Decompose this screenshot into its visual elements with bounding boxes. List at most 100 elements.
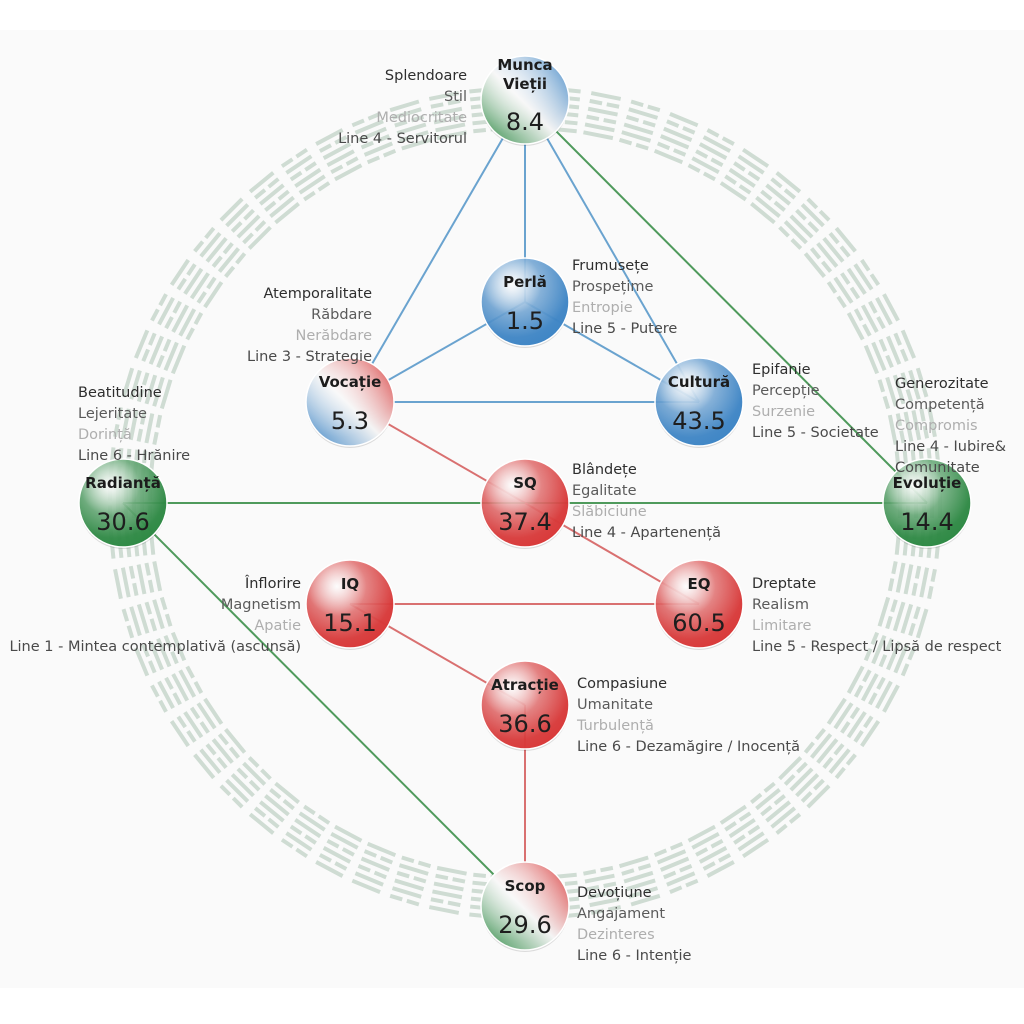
node-value: 43.5 xyxy=(672,407,725,435)
hexagram-icon xyxy=(315,128,363,182)
label-cultura-0: Epifanie xyxy=(752,362,811,378)
node-title: Atracție xyxy=(491,676,559,694)
hexagram-icon xyxy=(583,865,622,915)
hexagram-icon xyxy=(113,561,163,600)
hexagram-icon xyxy=(248,781,300,835)
hexagram-icon xyxy=(653,841,699,894)
node-scop[interactable]: Scop 29.6 xyxy=(480,861,570,952)
hexagram-icon xyxy=(863,329,916,375)
label-evolutie-4: Comunitate xyxy=(895,460,980,476)
hexagram-icon xyxy=(219,197,272,250)
hexagram-icon xyxy=(826,697,881,748)
hexagram-icon xyxy=(389,99,432,151)
edge-munca-vocatie xyxy=(349,99,526,403)
node-perla[interactable]: Perlă 1.5 xyxy=(480,257,570,348)
label-sq-2: Slăbiciune xyxy=(572,504,647,520)
hexagram-icon xyxy=(248,171,300,225)
label-atractie-2: Turbulență xyxy=(576,718,654,734)
node-title: Scop xyxy=(505,877,546,895)
node-value: 30.6 xyxy=(96,508,149,536)
hexagram-icon xyxy=(778,756,831,809)
hexagram-icon xyxy=(887,406,937,445)
hexagram-icon xyxy=(803,728,857,780)
hexagram-icon xyxy=(351,841,397,894)
edge-munca-evolutie xyxy=(524,99,928,504)
hexagram-icon xyxy=(169,697,224,748)
hexagram-icon xyxy=(877,367,929,410)
label-evolutie-0: Generozitate xyxy=(895,376,989,392)
label-eq-3: Line 5 - Respect / Lipsă de respect xyxy=(752,639,1002,655)
label-perla-2: Entropie xyxy=(572,300,633,316)
edge-radianta-scop xyxy=(122,502,526,907)
node-title: Cultură xyxy=(668,373,730,391)
hexagram-icon xyxy=(618,99,661,151)
hexagram-icon xyxy=(193,728,247,780)
node-value: 1.5 xyxy=(506,307,544,335)
label-eq-0: Dreptate xyxy=(752,576,816,592)
hexagram-icon xyxy=(803,226,857,278)
hexagram-icon xyxy=(653,112,699,165)
hexagram-icon xyxy=(778,197,831,250)
node-value: 29.6 xyxy=(498,911,551,939)
hexagram-icon xyxy=(389,855,432,907)
label-sq-0: Blândețe xyxy=(572,462,637,478)
hexagram-icon xyxy=(750,781,802,835)
hexagram-icon xyxy=(863,631,916,677)
node-sq[interactable]: SQ 37.4 xyxy=(480,458,570,549)
label-iq-3: Line 1 - Mintea contemplativă (ascunsă) xyxy=(9,639,301,655)
hexagram-icon xyxy=(219,756,272,809)
node-title: Vocație xyxy=(319,373,382,391)
node-title: Munca xyxy=(497,56,552,74)
hexagram-icon xyxy=(315,824,363,878)
hexagram-icon xyxy=(687,824,735,878)
hexagram-icon xyxy=(826,258,881,309)
node-value: 60.5 xyxy=(672,609,725,637)
label-eq-2: Limitare xyxy=(752,618,811,634)
hexagram-icon xyxy=(150,293,204,341)
label-scop-1: Angajament xyxy=(577,906,665,922)
node-title: EQ xyxy=(688,575,711,593)
node-value: 15.1 xyxy=(323,609,376,637)
label-vocatie-2: Nerăbdare xyxy=(296,328,373,344)
node-cultura[interactable]: Cultură 43.5 xyxy=(654,357,744,448)
hexagram-icon xyxy=(428,91,467,141)
label-atractie-3: Line 6 - Dezamăgire / Inocență xyxy=(577,739,800,755)
label-perla-3: Line 5 - Putere xyxy=(572,321,677,337)
label-evolutie-2: Compromis xyxy=(895,418,978,434)
node-title: Perlă xyxy=(503,273,547,291)
node-value: 36.6 xyxy=(498,710,551,738)
label-perla-0: Frumusețe xyxy=(572,258,649,274)
hexagram-icon xyxy=(719,147,770,202)
label-iq-2: Apatie xyxy=(254,618,301,634)
label-eq-1: Realism xyxy=(752,597,809,613)
label-perla-1: Prospețime xyxy=(572,279,654,295)
label-iq-0: Înflorire xyxy=(244,574,301,592)
label-munca-2: Mediocritate xyxy=(376,110,467,126)
node-title: SQ xyxy=(513,474,537,492)
label-cultura-3: Line 5 - Societate xyxy=(752,425,879,441)
label-scop-2: Dezinteres xyxy=(577,927,655,943)
label-munca-1: Stil xyxy=(444,89,467,105)
label-scop-3: Line 6 - Intenție xyxy=(577,948,691,964)
node-value: 37.4 xyxy=(498,508,551,536)
hexagram-icon xyxy=(583,91,622,141)
hexagram-icon xyxy=(877,596,929,639)
node-atractie[interactable]: Atracție 36.6 xyxy=(480,660,570,751)
label-vocatie-3: Line 3 - Strategie xyxy=(247,349,372,365)
hexagram-icon xyxy=(169,258,224,309)
node-value: 8.4 xyxy=(506,108,544,136)
node-eq[interactable]: EQ 60.5 xyxy=(654,559,744,650)
label-vocatie-0: Atemporalitate xyxy=(263,286,372,302)
hexagram-icon xyxy=(846,665,900,713)
hexagram-icon xyxy=(351,112,397,165)
hexagram-icon xyxy=(150,665,204,713)
